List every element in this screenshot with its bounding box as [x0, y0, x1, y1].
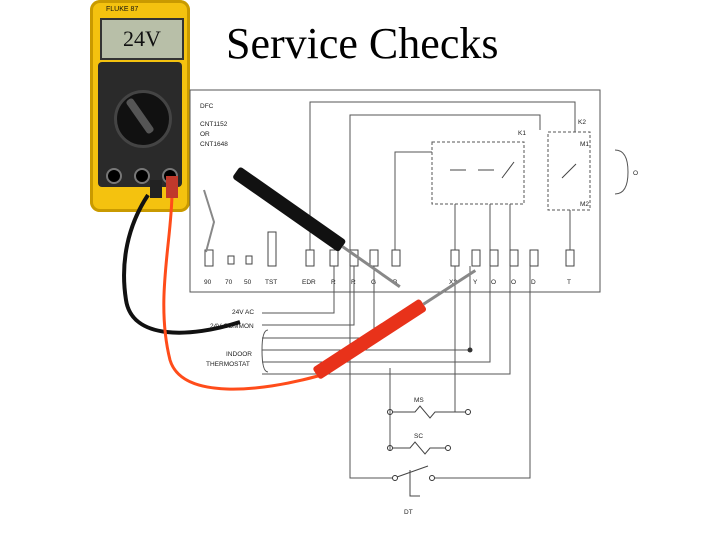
terminal-label-edr: EDR	[302, 279, 316, 286]
ms-terminal-right	[465, 409, 471, 415]
terminal-label-d: D	[531, 279, 536, 286]
sc-switch	[393, 441, 445, 455]
terminal-label-70: 70	[225, 279, 233, 286]
red-probe	[313, 269, 477, 379]
terminal-o1	[489, 249, 499, 267]
terminal-r1	[329, 249, 339, 267]
black-probe	[233, 167, 401, 288]
board-label-cnt1648: CNT1648	[200, 141, 228, 148]
wire-therm-g	[262, 266, 375, 339]
terminal-70	[227, 255, 235, 265]
dt-actuator	[409, 470, 420, 497]
label-m2: M2	[580, 201, 589, 208]
label-ms: MS	[414, 397, 424, 404]
terminal-edr	[305, 249, 315, 267]
red-test-lead-wire	[162, 191, 319, 391]
motor-contact	[561, 163, 577, 179]
board-label-cnt1152: CNT1152	[200, 121, 228, 128]
terminal-d	[529, 249, 539, 267]
label-o: O	[633, 170, 638, 177]
red-lead-plug	[166, 176, 178, 198]
wire-lower-left	[349, 266, 392, 479]
terminal-label-tst: TST	[265, 279, 277, 286]
black-lead-plug	[150, 180, 162, 198]
ms-terminal-left	[387, 409, 393, 415]
dt-terminal-left	[392, 475, 398, 481]
relay-k1-box	[431, 141, 525, 205]
side-label-thermostat: THERMOSTAT	[206, 361, 250, 368]
ms-switch	[393, 405, 465, 419]
wire-therm-o2	[262, 266, 511, 375]
motor-box	[547, 131, 591, 211]
wire-b	[394, 151, 432, 250]
thermostat-bracket	[261, 329, 269, 373]
sc-terminal-left	[387, 445, 393, 451]
wire-24vac	[262, 266, 335, 314]
terminal-label-x2: X2	[449, 279, 457, 286]
junction-dot	[467, 347, 473, 353]
terminal-g	[369, 249, 379, 267]
terminal-y	[471, 249, 481, 267]
k1-contact-3	[501, 161, 515, 179]
label-k2: K2	[578, 119, 586, 126]
black-test-lead-wire	[122, 193, 241, 335]
terminal-o2	[509, 249, 519, 267]
label-m1: M1	[580, 141, 589, 148]
terminal-90	[204, 249, 214, 267]
dt-switch	[396, 465, 429, 478]
o-bracket	[614, 149, 629, 195]
side-label-indoor: INDOOR	[226, 351, 252, 358]
board-label-or: OR	[200, 131, 210, 138]
meter-display: 24V	[100, 18, 184, 60]
meter-jack-a	[106, 168, 122, 184]
label-dt: DT	[404, 509, 413, 516]
side-label-24vac: 24V AC	[232, 309, 254, 316]
jumper-wire	[203, 189, 216, 253]
wire-top-loop	[309, 101, 576, 250]
terminal-b	[391, 249, 401, 267]
terminal-t	[565, 249, 575, 267]
terminal-x2	[450, 249, 460, 267]
terminal-label-90: 90	[204, 279, 212, 286]
wire-inner-loop	[349, 114, 541, 250]
multimeter: FLUKE 87 24V	[90, 0, 190, 212]
label-sc: SC	[414, 433, 423, 440]
board-label-dfc: DFC	[200, 103, 214, 110]
terminal-label-o1: O	[491, 279, 496, 286]
sc-terminal-right	[445, 445, 451, 451]
wire-lower-right	[435, 266, 531, 479]
terminal-label-t: T	[567, 279, 571, 286]
terminal-label-50: 50	[244, 279, 252, 286]
label-k1: K1	[518, 130, 526, 137]
wire-24vcom	[262, 266, 355, 326]
terminal-50	[245, 255, 253, 265]
meter-jack-com	[134, 168, 150, 184]
meter-brand: FLUKE 87	[106, 6, 139, 13]
page-title: Service Checks	[226, 19, 499, 68]
terminal-label-o2: O	[511, 279, 516, 286]
control-board	[189, 89, 601, 293]
dt-terminal-right	[429, 475, 435, 481]
terminal-tst	[267, 231, 277, 267]
terminal-label-y: Y	[473, 279, 478, 286]
